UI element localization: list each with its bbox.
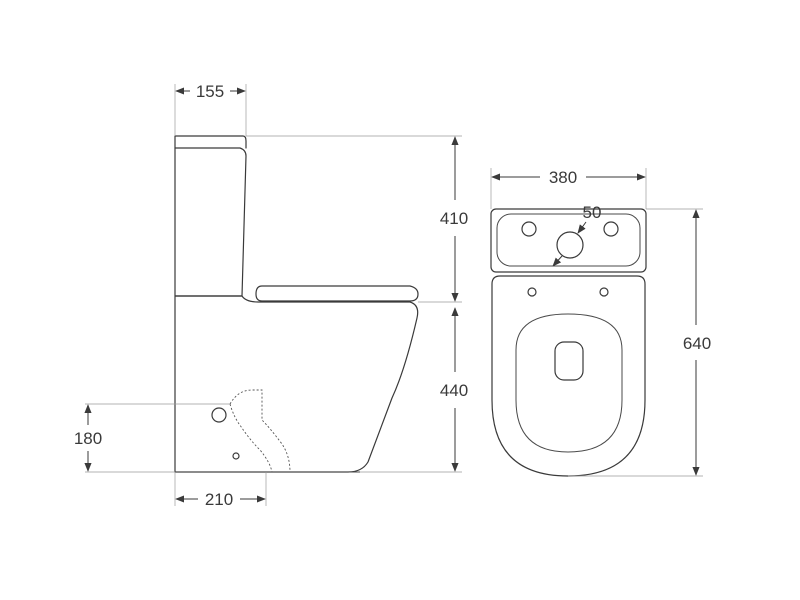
top-view [490, 208, 647, 477]
dim-180-label: 180 [74, 429, 102, 448]
dim-210-label: 210 [205, 490, 233, 509]
top-tank-hole-left [521, 221, 537, 237]
side-seat [255, 285, 419, 302]
top-drain-opening [554, 341, 584, 381]
dim-50-label: 50 [583, 203, 602, 222]
top-tank-lid [490, 208, 647, 273]
dim-380-label: 380 [549, 168, 577, 187]
top-hinge-left [527, 287, 537, 297]
side-view [174, 135, 419, 473]
extension-lines [85, 84, 703, 506]
dim-50-leader-top [577, 221, 587, 234]
dim-410-label: 410 [440, 209, 468, 228]
dim-440-label: 440 [440, 381, 468, 400]
top-flush-button [556, 231, 584, 259]
side-bowl-body [174, 295, 419, 473]
side-tank-body [174, 147, 247, 297]
top-seat-inner [515, 313, 623, 453]
side-fix-hole [232, 452, 240, 460]
dimension-labels: 155 410 440 180 210 380 50 640 [74, 82, 711, 509]
top-tank-recess [496, 213, 641, 267]
top-hinge-right [599, 287, 609, 297]
side-trapway-inner [229, 403, 273, 473]
dim-155-label: 155 [196, 82, 224, 101]
dim-640-label: 640 [683, 334, 711, 353]
side-trapway-hidden [229, 389, 291, 473]
side-tank-lid [174, 135, 247, 149]
top-tank-hole-right [603, 221, 619, 237]
top-seat-cover [491, 275, 646, 477]
side-outlet-hole [211, 407, 227, 423]
dimension-lines [84, 87, 700, 503]
dim-50-leader-bottom [552, 255, 563, 267]
